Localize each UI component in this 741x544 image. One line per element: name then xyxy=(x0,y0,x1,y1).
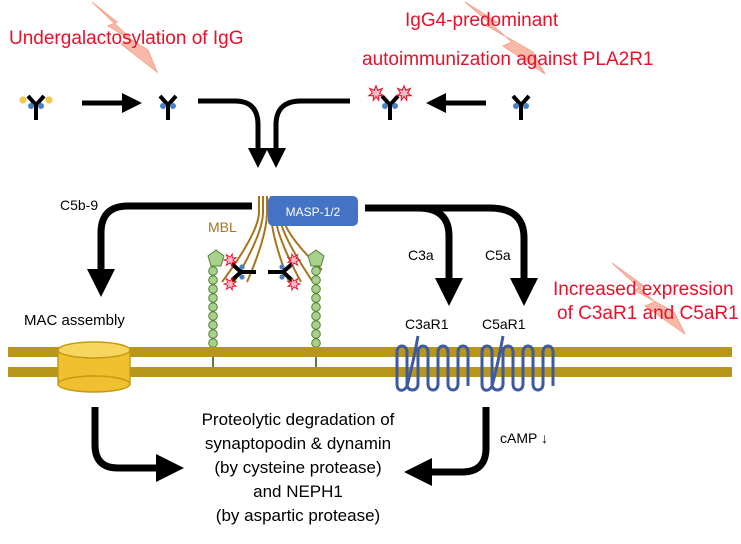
increased-label-line1: Increased expression xyxy=(553,279,734,300)
c5a-label: C5a xyxy=(485,247,511,263)
increased-label-line2: of C3aR1 and C5aR1 xyxy=(557,303,739,324)
membrane-icon xyxy=(8,347,732,377)
lightning-icon xyxy=(91,1,686,335)
antibody-icon xyxy=(223,253,258,291)
outcome-line: synaptopodin & dynamin xyxy=(205,434,391,453)
receptor-icon xyxy=(395,335,470,392)
arrow xyxy=(404,407,490,486)
undergalactosylation-label: Undergalactosylation of IgG xyxy=(9,28,243,49)
igg4-label-line2: autoimmunization against PLA2R1 xyxy=(362,49,654,70)
masp-label: MASP-1/2 xyxy=(286,205,341,219)
arrow xyxy=(266,98,350,168)
arrow xyxy=(365,204,538,306)
igg4-label-line1: IgG4-predominant xyxy=(405,10,559,31)
c5b9-label: C5b-9 xyxy=(60,197,98,213)
antibody-icon xyxy=(511,94,531,122)
arrow xyxy=(91,407,184,482)
outcome-line: (by cysteine protease) xyxy=(214,458,381,477)
camp-label: cAMP ↓ xyxy=(500,430,548,446)
antibody-icon xyxy=(19,94,53,122)
receptor-icon xyxy=(480,335,555,392)
masp-box xyxy=(268,196,358,226)
antibody-icon xyxy=(266,253,301,291)
outcome-line: and NEPH1 xyxy=(253,482,343,501)
mbl-label: MBL xyxy=(208,219,237,235)
antibody-icon xyxy=(158,94,178,122)
ion-channel-icon xyxy=(57,341,131,393)
arrow xyxy=(365,204,463,306)
mac-assembly-label: MAC assembly xyxy=(24,312,125,329)
c3ar1-label: C3aR1 xyxy=(405,316,449,332)
outcome-line: (by aspartic protease) xyxy=(216,506,380,525)
arrow xyxy=(198,98,268,168)
c3a-label: C3a xyxy=(408,247,434,263)
arrow xyxy=(87,202,252,297)
c5ar1-label: C5aR1 xyxy=(482,316,526,332)
outcome-line: Proteolytic degradation of xyxy=(202,410,395,429)
antibody-icon xyxy=(368,85,412,122)
